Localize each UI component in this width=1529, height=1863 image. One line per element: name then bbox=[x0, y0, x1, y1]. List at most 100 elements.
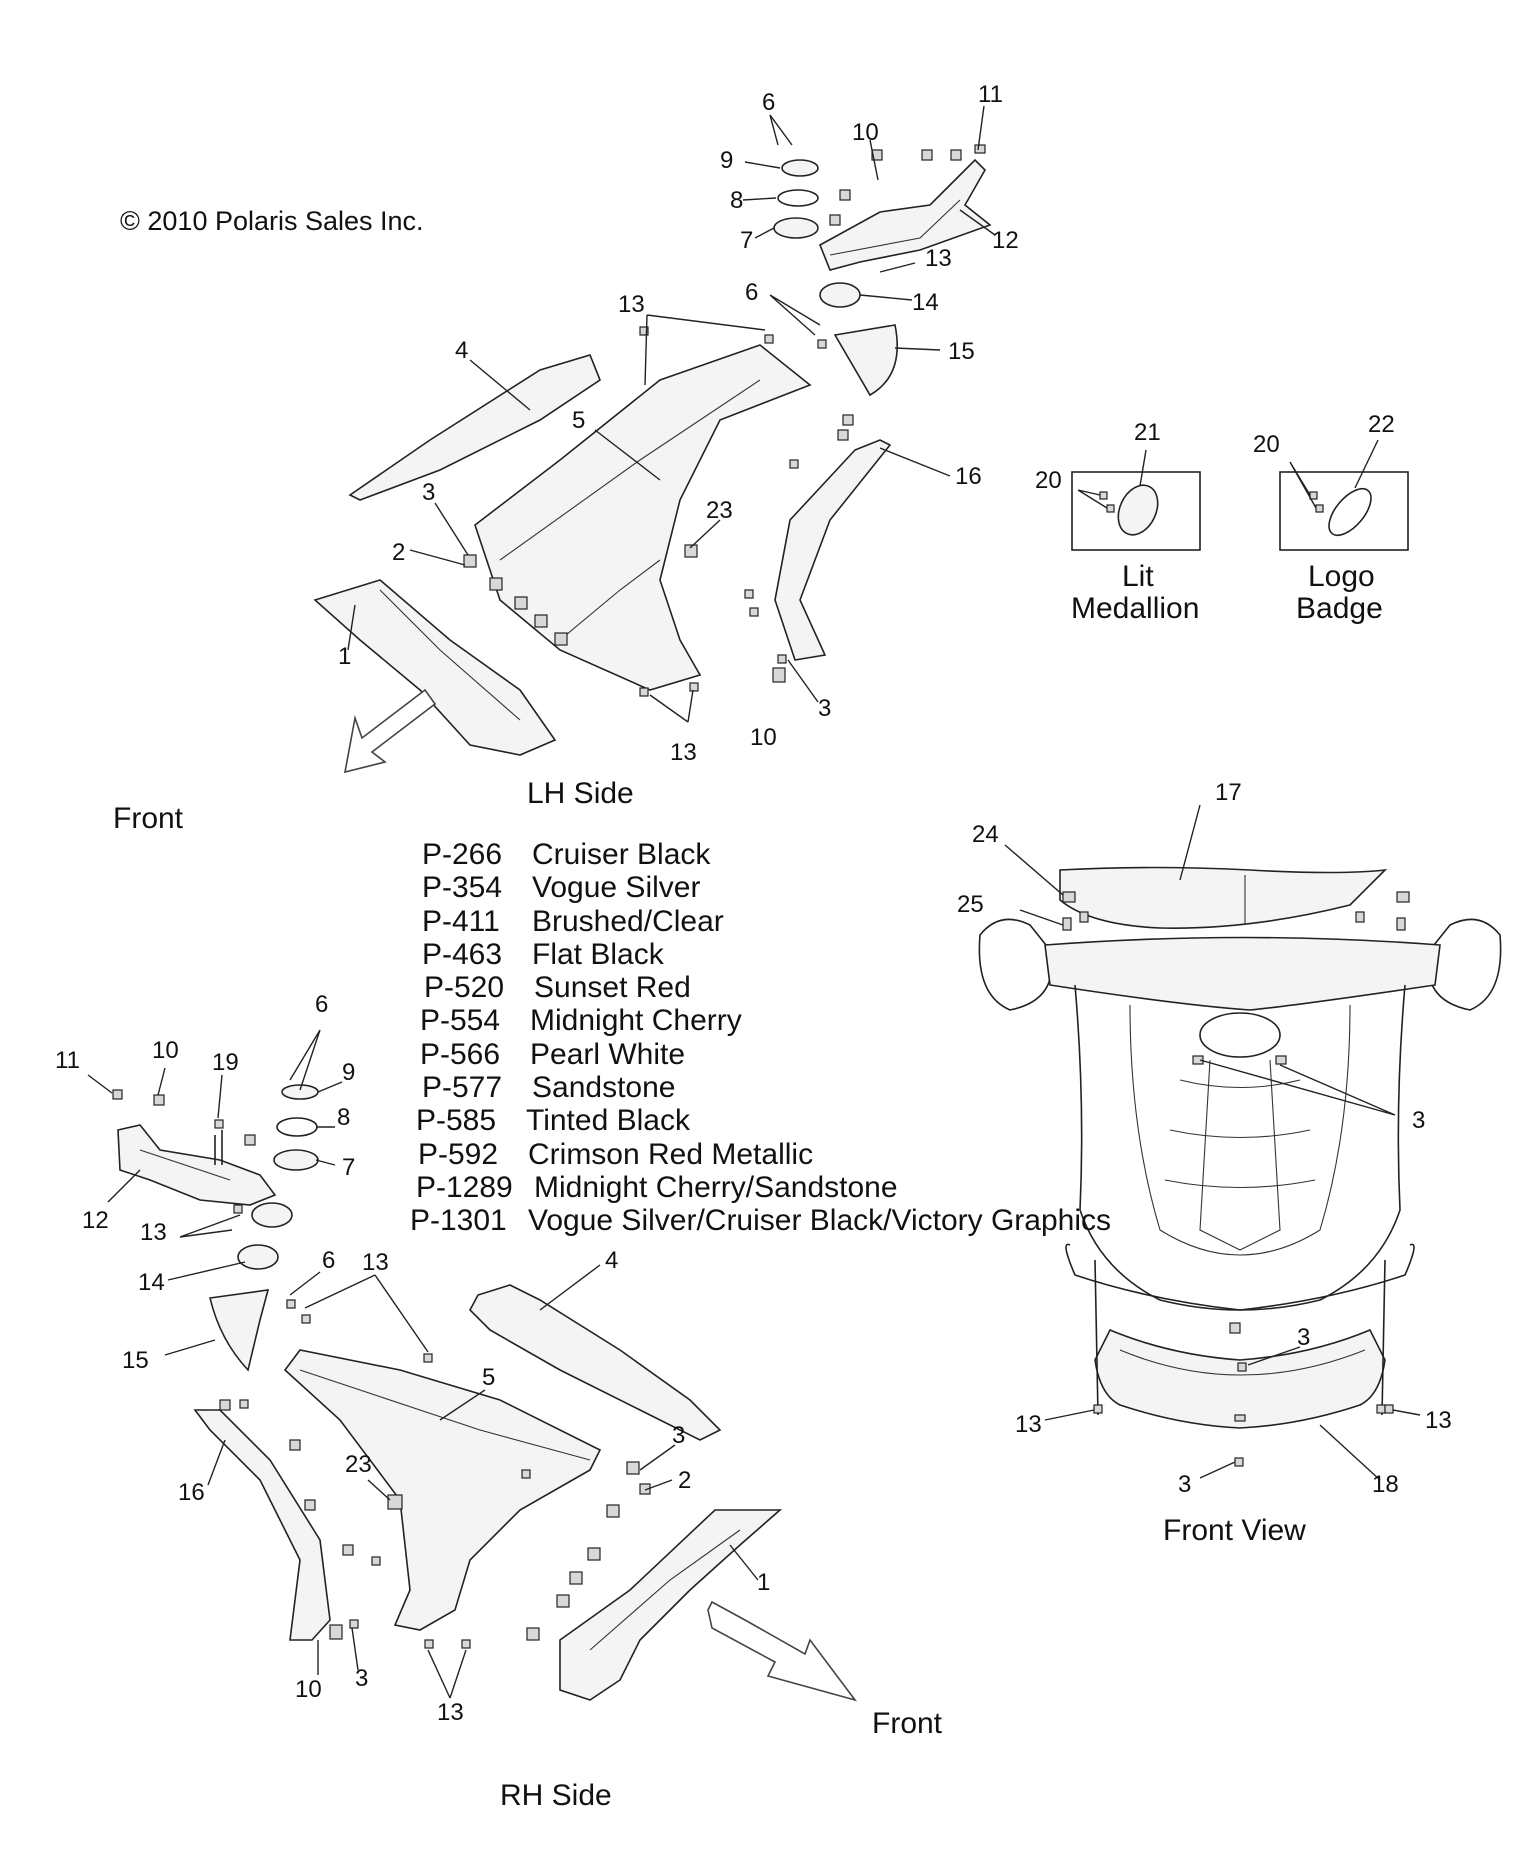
callout: 13 bbox=[618, 291, 645, 318]
callout: 23 bbox=[345, 1451, 372, 1478]
callout: 1 bbox=[338, 643, 351, 670]
callout: 19 bbox=[212, 1049, 239, 1076]
callout: 3 bbox=[818, 695, 831, 722]
paint-code-row: P-1301 Vogue Silver/Cruiser Black/Victory… bbox=[410, 1204, 1111, 1237]
paint-name: Crimson Red Metallic bbox=[528, 1137, 814, 1171]
logo-badge-inset: 22 20 Logo Badge bbox=[1253, 411, 1409, 625]
front-arrow-lh bbox=[343, 688, 437, 774]
callout: 6 bbox=[322, 1247, 335, 1274]
paint-name: Cruiser Black bbox=[532, 838, 711, 871]
callout: 14 bbox=[912, 289, 939, 316]
callout: 3 bbox=[355, 1665, 368, 1692]
front-view-label: Front View bbox=[1163, 1514, 1306, 1547]
paint-code: P-266 bbox=[422, 838, 503, 871]
paint-name: Vogue Silver bbox=[532, 871, 701, 905]
callout: 10 bbox=[295, 1676, 322, 1703]
callout: 17 bbox=[1215, 779, 1242, 806]
callout: 13 bbox=[362, 1249, 389, 1276]
rh-fasteners bbox=[112, 1089, 651, 1649]
callout: 8 bbox=[730, 187, 743, 214]
callout: 12 bbox=[992, 227, 1019, 254]
paint-code: P-585 bbox=[416, 1104, 497, 1138]
callout: 6 bbox=[745, 279, 758, 306]
callout: 3 bbox=[422, 479, 435, 506]
front-windshield-17 bbox=[1059, 866, 1388, 929]
paint-name: Brushed/Clear bbox=[532, 904, 724, 938]
callout: 3 bbox=[1297, 1324, 1310, 1351]
callout: 24 bbox=[972, 821, 999, 848]
paint-code-row: P-411 Brushed/Clear bbox=[410, 905, 1111, 938]
callout: 16 bbox=[955, 463, 982, 490]
front-fairing bbox=[1044, 936, 1441, 1011]
lh-leaders bbox=[347, 105, 996, 723]
paint-code-row: P-592 Crimson Red Metallic bbox=[410, 1138, 1111, 1171]
rh-leaders bbox=[87, 1029, 759, 1699]
callout: 9 bbox=[342, 1059, 355, 1086]
callout: 3 bbox=[1412, 1107, 1425, 1134]
callout: 22 bbox=[1368, 411, 1395, 438]
lh-ring-8 bbox=[777, 189, 819, 207]
rh-handlebar-riser bbox=[117, 1124, 277, 1206]
paint-name: Sunset Red bbox=[534, 971, 691, 1005]
logo-badge-line1: Logo bbox=[1308, 560, 1375, 593]
lh-rail-1 bbox=[313, 579, 557, 756]
front-label-rh: Front bbox=[872, 1707, 943, 1740]
callout: 13 bbox=[1425, 1407, 1452, 1434]
lh-fasteners bbox=[463, 144, 986, 697]
logo-badge-part bbox=[1328, 487, 1372, 537]
callout: 12 bbox=[82, 1207, 109, 1234]
front-body bbox=[1074, 984, 1406, 1311]
rh-boot-14 bbox=[237, 1244, 279, 1270]
logo-badge-frame bbox=[1279, 471, 1409, 551]
front-arrow-rh bbox=[707, 1600, 858, 1702]
logo-badge-line2: Badge bbox=[1296, 592, 1383, 625]
callout: 20 bbox=[1035, 467, 1062, 494]
rh-ring-8 bbox=[276, 1117, 318, 1137]
rh-side-panel-5 bbox=[283, 1349, 602, 1631]
lh-side-label: LH Side bbox=[527, 777, 634, 810]
callout: 2 bbox=[678, 1467, 691, 1494]
callout: 8 bbox=[337, 1104, 350, 1131]
paint-code-row: P-266 Cruiser Black bbox=[410, 838, 1111, 871]
lit-medallion-line1: Lit bbox=[1122, 560, 1154, 593]
lit-medallion-line2: Medallion bbox=[1071, 592, 1199, 625]
paint-name: Midnight Cherry bbox=[530, 1004, 742, 1038]
lh-trim-4 bbox=[348, 354, 601, 501]
paint-code: P-1301 bbox=[410, 1204, 507, 1238]
callout: 3 bbox=[672, 1422, 685, 1449]
paint-code: P-577 bbox=[422, 1071, 503, 1105]
paint-name: Pearl White bbox=[530, 1037, 686, 1071]
callout: 13 bbox=[1015, 1411, 1042, 1438]
rh-bezel-7 bbox=[273, 1149, 319, 1171]
rh-side-assembly bbox=[87, 1029, 858, 1702]
paint-code: P-592 bbox=[418, 1137, 499, 1171]
callout: 6 bbox=[315, 991, 328, 1018]
callout: 7 bbox=[342, 1154, 355, 1181]
callout: 10 bbox=[852, 119, 879, 146]
paint-name: Vogue Silver/Cruiser Black/Victory Graph… bbox=[528, 1204, 1112, 1238]
callout: 21 bbox=[1134, 419, 1161, 446]
callout: 3 bbox=[1178, 1471, 1191, 1498]
paint-code: P-411 bbox=[422, 904, 500, 938]
callout: 1 bbox=[757, 1569, 770, 1596]
lh-cap-9 bbox=[781, 159, 819, 177]
callout: 11 bbox=[55, 1047, 80, 1074]
callout: 15 bbox=[122, 1347, 149, 1374]
lh-trim-16 bbox=[774, 439, 892, 661]
front-label-lh: Front bbox=[113, 802, 184, 835]
rh-rail-1 bbox=[559, 1509, 783, 1701]
paint-name: Midnight Cherry/Sandstone bbox=[534, 1170, 898, 1204]
callout: 4 bbox=[605, 1247, 618, 1274]
callout: 13 bbox=[140, 1219, 167, 1246]
callout: 7 bbox=[740, 227, 753, 254]
rh-trim-16 bbox=[193, 1409, 331, 1641]
callout: 10 bbox=[750, 724, 777, 751]
